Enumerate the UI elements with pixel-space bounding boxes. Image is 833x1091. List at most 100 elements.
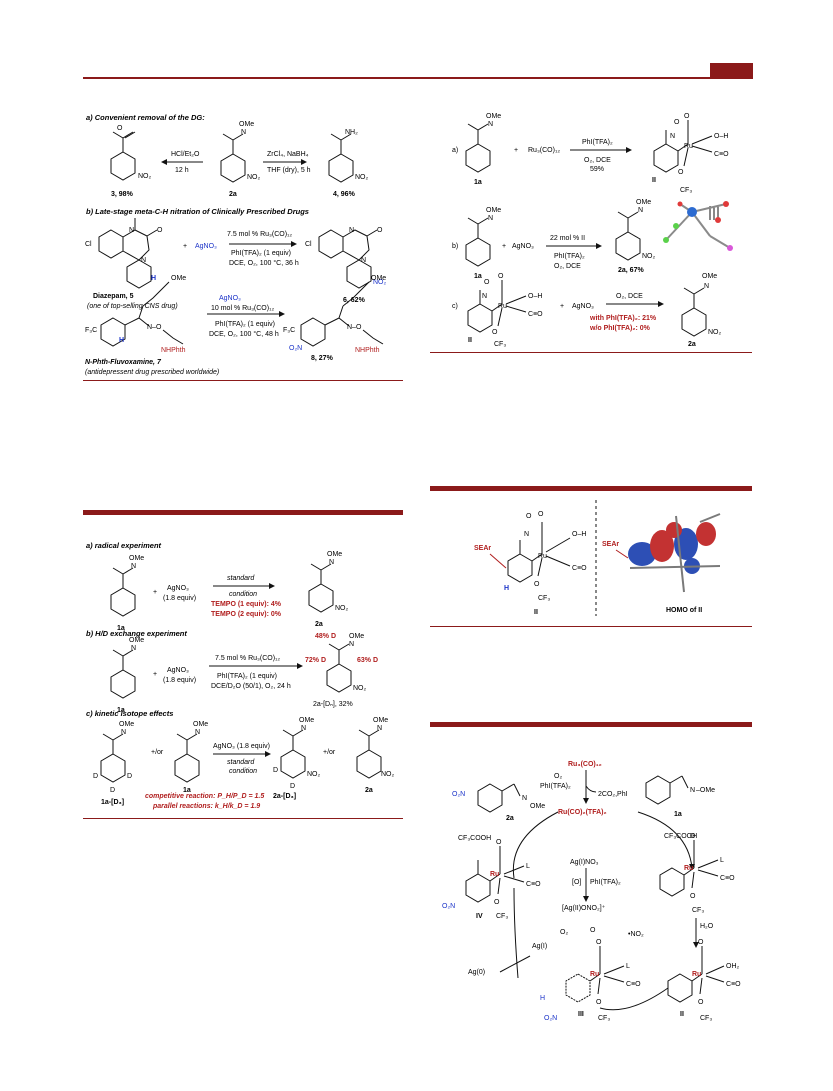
svg-text:c): c) (452, 303, 458, 310)
svg-text:N: N (482, 293, 487, 300)
svg-text:O: O (698, 999, 704, 1006)
svg-text:Ag(I): Ag(I) (532, 943, 547, 950)
scheme3-bottom-rule (430, 352, 752, 353)
svg-text:PhI(TFA)₂ (1 equiv): PhI(TFA)₂ (1 equiv) (231, 250, 291, 257)
svg-text:2a: 2a (688, 341, 696, 348)
svg-text:O: O (117, 125, 123, 132)
svg-text:NO₂: NO₂ (373, 279, 387, 286)
svg-text:II: II (534, 609, 538, 616)
svg-text:D: D (127, 773, 132, 780)
svg-text:OMe: OMe (171, 275, 186, 282)
svg-text:F₃C: F₃C (85, 327, 97, 334)
svg-text:N: N (524, 531, 529, 538)
svg-text:OMe: OMe (486, 207, 501, 214)
svg-text:OMe: OMe (129, 637, 144, 644)
svg-text:O₂, DCE: O₂, DCE (616, 293, 643, 300)
svg-text:DCE, O₂, 100 °C, 48 h: DCE, O₂, 100 °C, 48 h (209, 330, 279, 338)
svg-text:N: N (377, 725, 382, 732)
svg-text:O–H: O–H (714, 133, 728, 140)
svg-text:4, 96%: 4, 96% (333, 191, 356, 198)
svg-text:C≡O: C≡O (714, 151, 729, 158)
svg-text:AgNO₃: AgNO₃ (219, 295, 241, 302)
svg-text:AgNO₃: AgNO₃ (167, 585, 189, 592)
svg-text:PhI(TFA)₂ (1 equiv): PhI(TFA)₂ (1 equiv) (217, 673, 277, 680)
svg-text:HOMO of II: HOMO of II (666, 607, 702, 614)
svg-text:CF₃COOH: CF₃COOH (458, 835, 491, 842)
svg-text:H: H (119, 337, 124, 344)
svg-text:Ru: Ru (590, 971, 599, 978)
svg-text:(one of top-selling CNS drug): (one of top-selling CNS drug) (87, 303, 178, 310)
svg-text:O₂N: O₂N (544, 1015, 557, 1022)
svg-text:2CO₂,PhI: 2CO₂,PhI (598, 791, 628, 798)
svg-text:II: II (680, 1011, 684, 1018)
svg-text:2a: 2a (315, 621, 323, 628)
svg-text:(1.8 equiv): (1.8 equiv) (163, 595, 196, 602)
compound-1a-structure-a (465, 123, 491, 173)
svg-text:12 h: 12 h (175, 167, 189, 174)
cycle-substrate-1a (645, 775, 689, 805)
svg-text:OMe: OMe (371, 275, 386, 282)
scheme-mechanistic-experiments: a) radical experiment OMe N 1a + AgNO₃ (… (83, 540, 403, 815)
svg-text:Ru₃(CO)₁₂: Ru₃(CO)₁₂ (568, 761, 602, 768)
svg-text:O₂N: O₂N (289, 345, 302, 352)
svg-text:59%: 59% (590, 166, 604, 173)
svg-text:1a: 1a (183, 787, 191, 794)
scheme5-figure: Ru₃(CO)₁₂ O₂ PhI(TFA)₂ 2CO₂,PhI Ru(CO)₂(… (442, 761, 741, 1022)
svg-text:CF₃: CF₃ (692, 907, 704, 914)
svg-text:O₂, DCE: O₂, DCE (554, 263, 581, 270)
svg-text:parallel reactions: k_H/k_D =: parallel reactions: k_H/k_D = 1.9 (152, 803, 260, 810)
svg-text:N–O: N–O (147, 324, 162, 331)
svg-text:+: + (514, 147, 518, 154)
svg-text:•NO₂: •NO₂ (628, 931, 644, 938)
svg-text:72% D: 72% D (305, 657, 326, 664)
svg-text:–OMe: –OMe (696, 787, 715, 794)
svg-text:N: N (329, 559, 334, 566)
svg-text:O: O (590, 927, 596, 934)
diazepam-structure (98, 218, 158, 289)
svg-text:O: O (596, 939, 602, 946)
scheme1-figure: a) Convenient removal of the DG: O NO₂ 3… (85, 113, 387, 376)
svg-text:O: O (538, 511, 544, 518)
svg-text:2a: 2a (365, 787, 373, 794)
scheme-catalytic-cycle: Ru₃(CO)₁₂ O₂ PhI(TFA)₂ 2CO₂,PhI Ru(CO)₂(… (418, 758, 758, 1033)
svg-text:NO₂: NO₂ (335, 605, 349, 612)
svg-text:1a-[D₃]: 1a-[D₃] (101, 799, 124, 806)
svg-text:NO₂: NO₂ (642, 253, 656, 260)
svg-text:with PhI(TFA)₂: 21%: with PhI(TFA)₂: 21% (589, 315, 657, 322)
svg-text:O–H: O–H (528, 293, 542, 300)
svg-text:O: O (496, 839, 502, 846)
svg-text:O₂, DCE: O₂, DCE (584, 157, 611, 164)
svg-text:b): b) (452, 243, 458, 250)
scheme2-bottom-rule (83, 818, 403, 819)
svg-text:C≡O: C≡O (528, 311, 543, 318)
svg-text:PhI(TFA)₂: PhI(TFA)₂ (540, 783, 571, 790)
svg-text:NO₂: NO₂ (247, 174, 261, 181)
svg-text:C≡O: C≡O (726, 981, 741, 988)
svg-text:DCE/D₂O (50/1), O₂, 24 h: DCE/D₂O (50/1), O₂, 24 h (211, 683, 291, 690)
svg-text:Ru₃(CO)₁₂: Ru₃(CO)₁₂ (528, 147, 560, 154)
svg-text:+: + (153, 589, 157, 596)
svg-text:Ru: Ru (490, 871, 499, 878)
svg-text:O: O (377, 227, 383, 234)
svg-text:AgNO₃: AgNO₃ (167, 667, 189, 674)
complex-II-structure-sear (507, 522, 571, 583)
svg-text:Cl: Cl (85, 241, 92, 248)
svg-text:condition: condition (229, 768, 257, 775)
compound-1a-d3 (100, 733, 126, 783)
svg-text:NHPhth: NHPhth (355, 347, 380, 354)
svg-text:O–H: O–H (572, 531, 586, 538)
svg-text:Ru: Ru (684, 143, 693, 150)
svg-text:NO₂: NO₂ (307, 771, 321, 778)
svg-text:Cl: Cl (305, 241, 312, 248)
svg-text:OH₂: OH₂ (726, 963, 740, 970)
svg-text:H: H (504, 585, 509, 592)
cycle-complex-I (659, 840, 719, 897)
complex-II-structure-a (653, 120, 713, 173)
svg-text:N: N (349, 227, 354, 234)
svg-text:OMe: OMe (530, 803, 545, 810)
svg-text:w/o PhI(TFA)₂: 0%: w/o PhI(TFA)₂: 0% (589, 325, 651, 332)
svg-text:DCE, O₂, 100 °C, 36 h: DCE, O₂, 100 °C, 36 h (229, 259, 299, 267)
compound-2a-radical (308, 563, 334, 613)
svg-text:OMe: OMe (327, 551, 342, 558)
svg-text:63% D: 63% D (357, 657, 378, 664)
